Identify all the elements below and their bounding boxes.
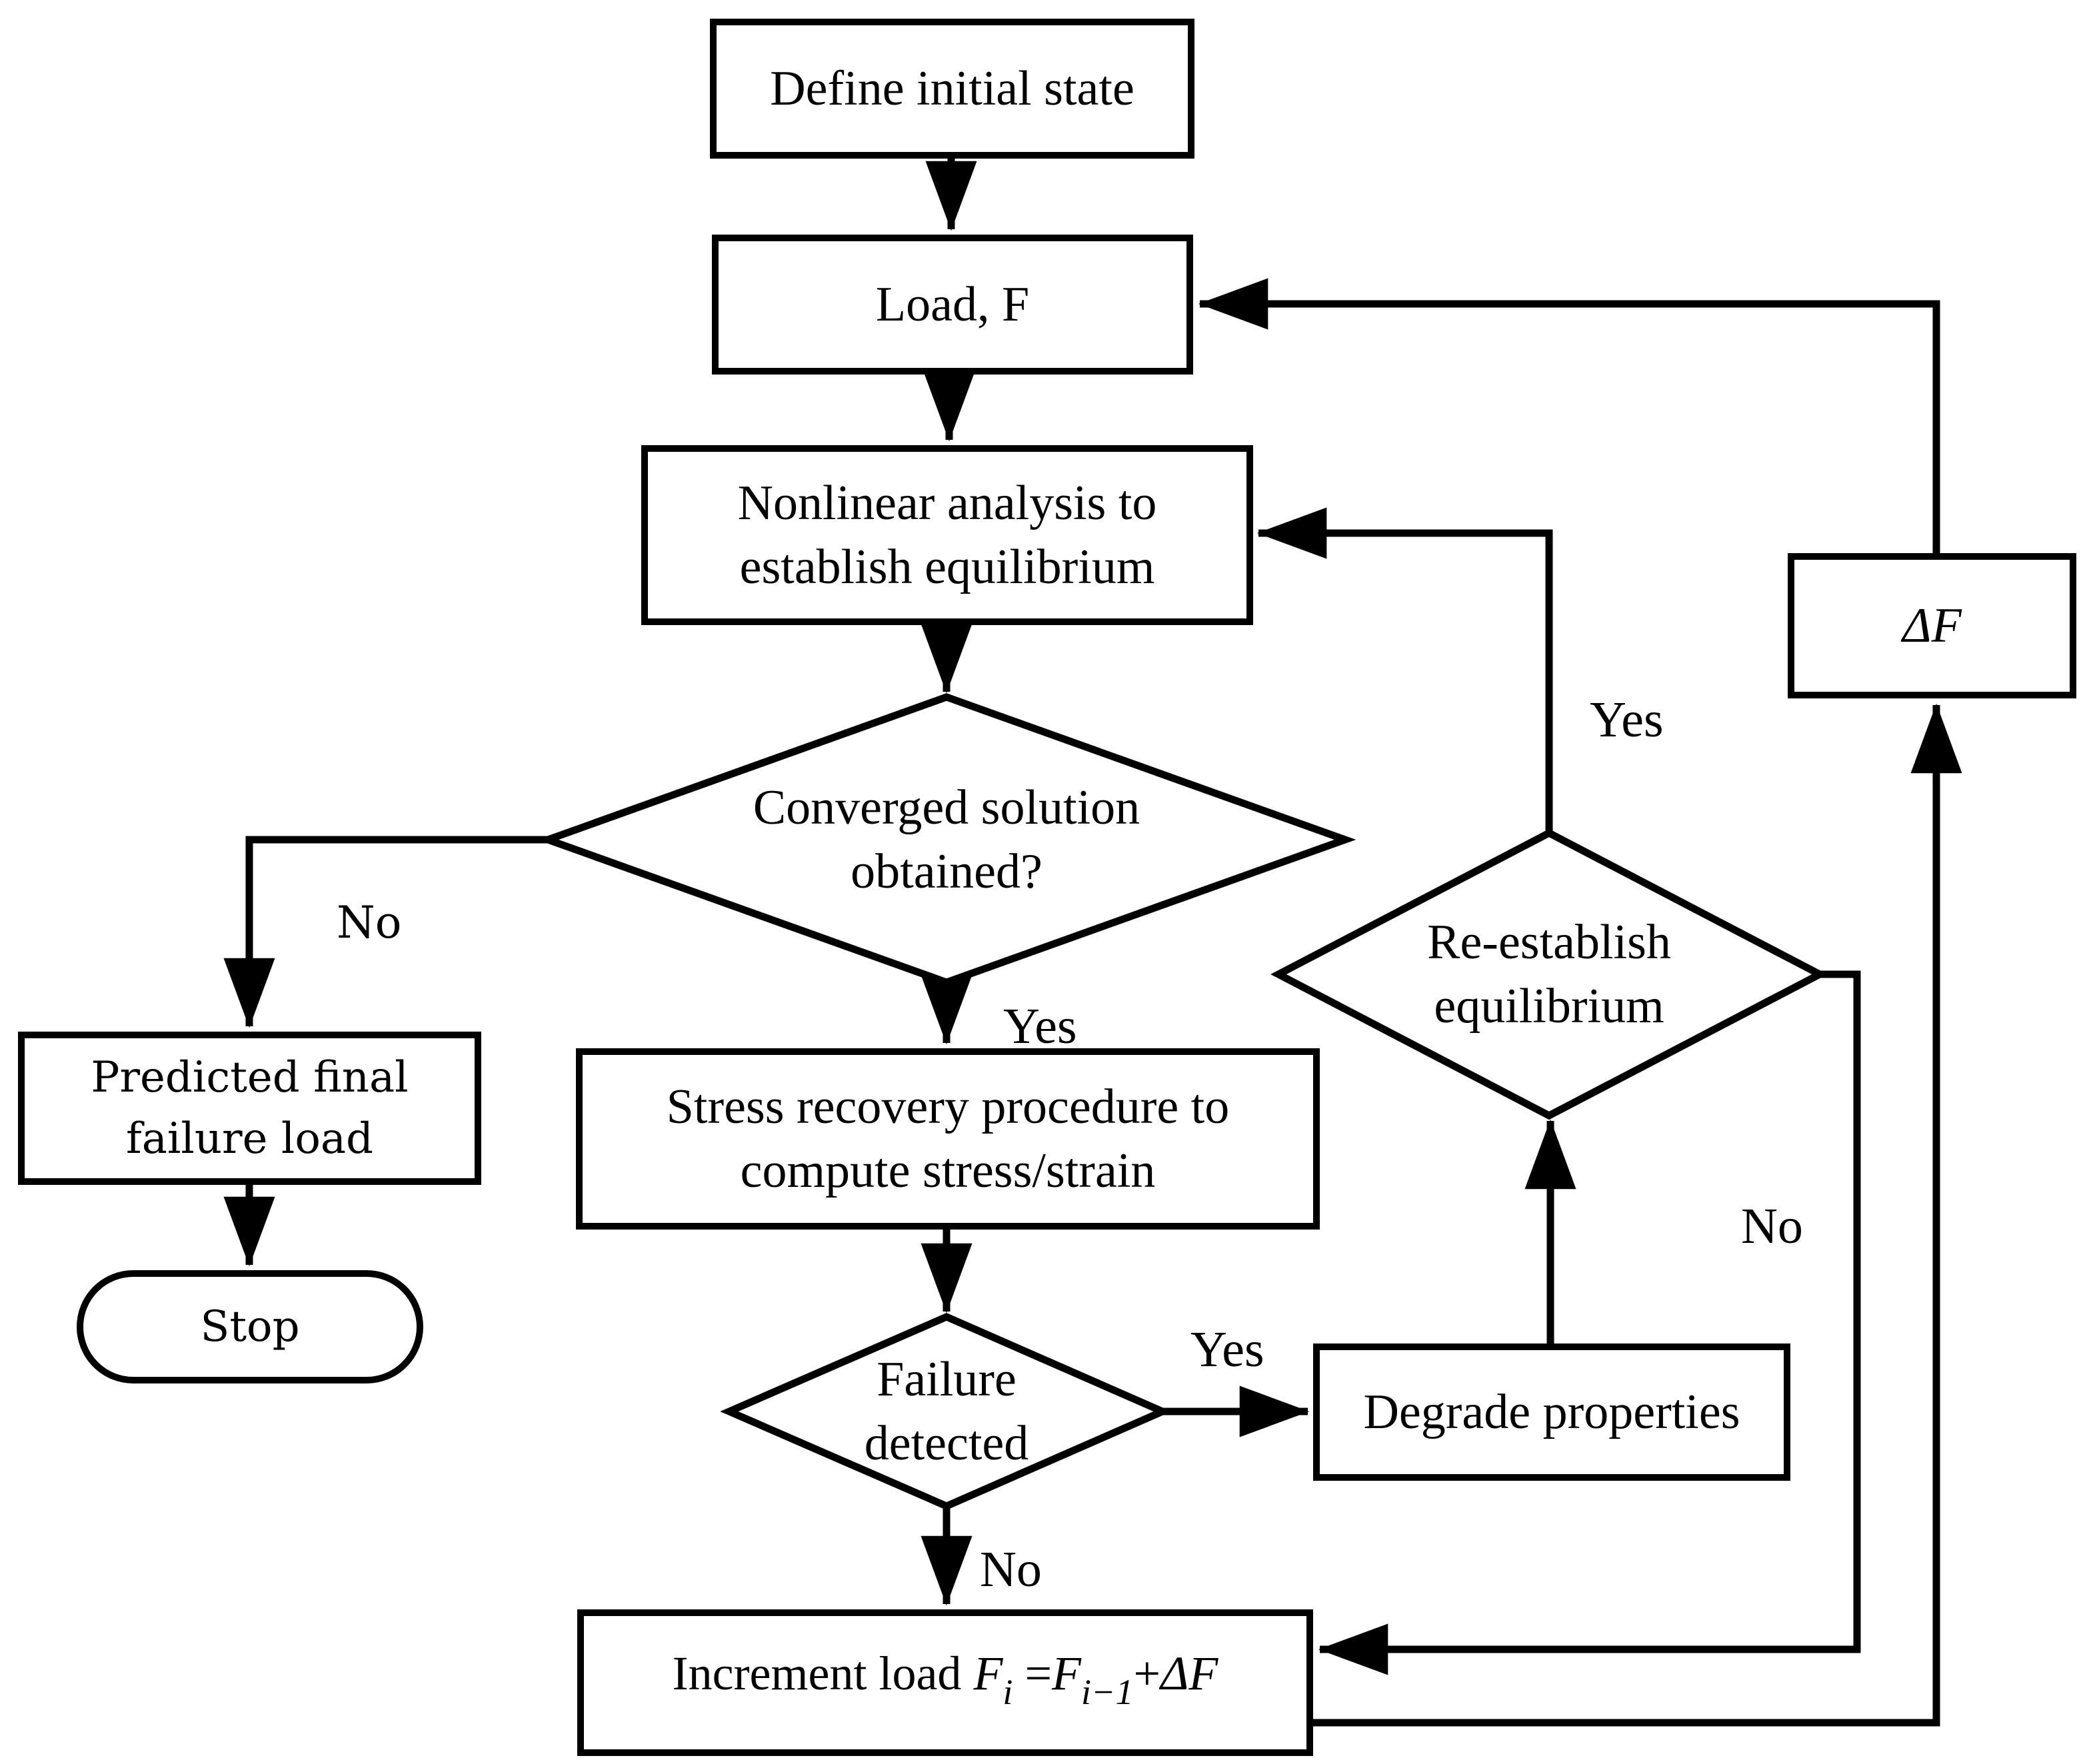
predicted-final-line2: failure load	[126, 1114, 373, 1164]
degrade-properties-box: Degrade properties	[1313, 1343, 1790, 1481]
reestablish-diamond-shape	[1270, 828, 1828, 1120]
nonlinear-analysis-line2: establish equilibrium	[739, 540, 1155, 594]
predicted-final-load-box: Predicted final failure load	[18, 1032, 481, 1185]
delta-f-label: ΔF	[1902, 598, 1962, 653]
failure-line1: Failure	[877, 1352, 1017, 1407]
edge-reestablish-no-to-increment	[1318, 970, 1861, 1675]
stress-recovery-line2: compute stress/strain	[740, 1144, 1156, 1198]
converged-yes-label: Yes	[1003, 998, 1077, 1054]
increment-plus: +	[1133, 1647, 1161, 1700]
define-initial-state-label: Define initial state	[770, 61, 1134, 116]
failure-diamond-text: Failure detected	[780, 1341, 1113, 1482]
edge-reestablish-yes-to-nonlinear	[1256, 507, 1553, 833]
reestablish-yes-label: Yes	[1590, 692, 1664, 748]
stress-recovery-box: Stress recovery procedure to compute str…	[576, 1048, 1320, 1230]
increment-delta-f: ΔF	[1160, 1647, 1218, 1700]
nonlinear-analysis-line1: Nonlinear analysis to	[737, 476, 1157, 530]
edge-deltaf-to-load	[1198, 278, 1940, 553]
load-box: Load, F	[712, 235, 1193, 375]
stress-recovery-line1: Stress recovery procedure to	[666, 1080, 1230, 1134]
reestablish-diamond-text: Re-establish equilibrium	[1316, 901, 1782, 1048]
increment-equals: =	[1013, 1647, 1052, 1700]
delta-f-box: ΔF	[1788, 553, 2076, 698]
reestablish-line1: Re-establish	[1427, 915, 1671, 970]
increment-sub-previous: i−1	[1081, 1672, 1134, 1712]
reestablish-line2: equilibrium	[1434, 979, 1664, 1034]
increment-sub-current: i	[1003, 1672, 1013, 1712]
failure-diamond-shape	[720, 1312, 1172, 1511]
stop-label: Stop	[200, 1302, 300, 1351]
converged-diamond-text: Converged solution obtained?	[680, 766, 1213, 913]
edge-increment-loop-to-deltaf	[1313, 703, 1962, 1727]
increment-f-current: F	[973, 1647, 1003, 1700]
predicted-final-line1: Predicted final	[91, 1053, 409, 1102]
failure-yes-label: Yes	[1190, 1322, 1264, 1377]
converged-no-label: No	[337, 897, 402, 948]
edge-converged-no-to-predicted	[223, 836, 548, 1028]
increment-f-previous: F	[1052, 1647, 1082, 1700]
failure-line2: detected	[864, 1416, 1029, 1471]
failure-no-label: No	[980, 1541, 1042, 1597]
define-initial-state-box: Define initial state	[710, 19, 1194, 159]
converged-diamond-shape	[537, 693, 1356, 986]
increment-load-box: Increment load Fi =Fi−1+ΔF	[577, 1609, 1313, 1756]
stop-terminator: Stop	[77, 1270, 423, 1383]
converged-line2: obtained?	[851, 844, 1042, 899]
load-label: Load, F	[875, 277, 1030, 332]
reestablish-no-label: No	[1741, 1198, 1803, 1254]
converged-line1: Converged solution	[753, 780, 1140, 835]
increment-load-label: Increment load Fi =Fi−1+ΔF	[673, 1641, 1218, 1724]
increment-load-prefix: Increment load	[672, 1647, 974, 1700]
nonlinear-analysis-box: Nonlinear analysis to establish equilibr…	[641, 445, 1253, 625]
degrade-properties-label: Degrade properties	[1363, 1385, 1740, 1439]
